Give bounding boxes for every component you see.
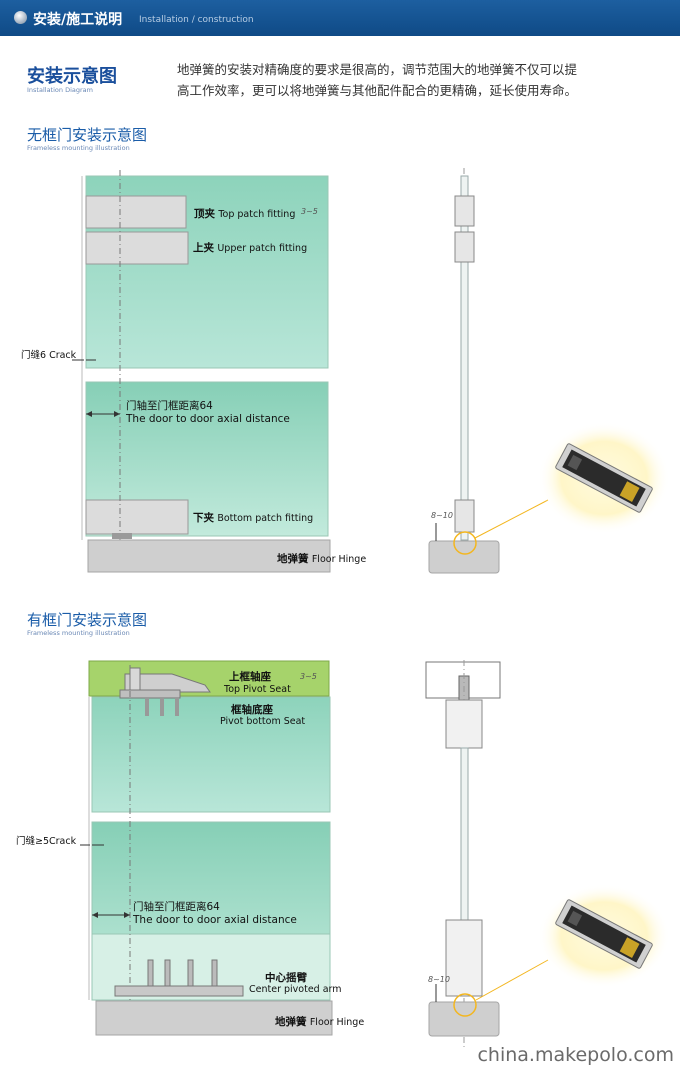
top-pivot-cn: 上框轴座 xyxy=(229,671,271,683)
framed-front-view xyxy=(80,660,333,1036)
installation-subtitle: Installation Diagram xyxy=(27,86,93,94)
upper-patch-block xyxy=(85,231,189,265)
framed-side-view xyxy=(425,660,670,1048)
frameless-floor xyxy=(87,539,331,573)
axial-arrow-head-right xyxy=(114,411,120,417)
intro-text: 地弹簧的安装对精确度的要求是很高的，调节范围大的地弹簧不仅可以提 高工作效率，更… xyxy=(177,59,597,101)
frameless-front-view xyxy=(72,170,331,573)
header-bar xyxy=(0,0,680,36)
frameless-floor-hinge-en: Floor Hinge xyxy=(311,554,367,565)
frameless-side-view xyxy=(428,168,670,574)
center-arm-cn: 中心摇臂 xyxy=(265,972,307,984)
frameless-callout-line xyxy=(474,499,549,539)
framed-subtitle: Frameless mounting illustration xyxy=(27,629,130,637)
frameless-axial-cn: 门轴至门框距离64 xyxy=(126,400,213,412)
framed-axial-arrow-right xyxy=(124,912,130,918)
center-arm-assembly xyxy=(114,959,244,997)
top-gap-label: 3~5 xyxy=(301,207,318,216)
frameless-floor-hinge-label: 地弹簧 Floor Hinge xyxy=(277,551,366,566)
header-subtitle: Installation / construction xyxy=(139,15,254,25)
axial-arrow-head-left xyxy=(86,411,92,417)
top-patch-cn: 顶夹 xyxy=(194,208,215,220)
center-arm-en: Center pivoted arm xyxy=(249,984,342,995)
framed-floor-hinge-product xyxy=(555,899,653,969)
framed-side-gap-label: 8~10 xyxy=(428,975,450,984)
framed-axial-cn: 门轴至门框距离64 xyxy=(133,901,220,913)
intro-line-2: 高工作效率，更可以将地弹簧与其他配件配合的更精确，延长使用寿命。 xyxy=(177,83,578,98)
bottom-patch-label: 下夹 Bottom patch fitting xyxy=(193,510,313,525)
bullet-icon xyxy=(14,11,27,24)
bottom-patch-en: Bottom patch fitting xyxy=(217,513,314,524)
side-bottom-patch xyxy=(454,499,475,533)
framed-hinge-highlight xyxy=(453,993,477,1017)
header-title: 安装/施工说明 xyxy=(33,12,123,28)
framed-floor-hinge-label: 地弹簧 Floor Hinge xyxy=(275,1014,364,1029)
framed-callout-line xyxy=(475,959,549,1001)
frameless-subtitle: Frameless mounting illustration xyxy=(27,144,130,152)
side-upper-patch xyxy=(454,231,475,263)
framed-top-gap-label: 3~5 xyxy=(300,672,317,681)
framed-upper-glass xyxy=(91,696,331,813)
top-patch-en: Top patch fitting xyxy=(218,209,296,220)
framed-title: 有框门安装示意图 xyxy=(27,611,148,629)
top-pivot-en: Top Pivot Seat xyxy=(224,684,291,695)
frameless-side-glass xyxy=(460,175,469,541)
frameless-title: 无框门安装示意图 xyxy=(27,126,148,144)
framed-axial-en: The door to door axial distance xyxy=(133,914,297,926)
frameless-side-gap-label: 8~10 xyxy=(431,511,453,520)
bottom-patch-block xyxy=(85,499,189,535)
upper-patch-cn: 上夹 xyxy=(193,242,214,254)
framed-floor-hinge-cn: 地弹簧 xyxy=(275,1016,307,1028)
framed-floor xyxy=(95,1000,333,1036)
top-patch-block xyxy=(85,195,187,229)
frameless-pivot-base xyxy=(112,533,132,539)
side-top-patch xyxy=(454,195,475,227)
framed-floor-hinge-en: Floor Hinge xyxy=(309,1017,365,1028)
pivot-bottom-en: Pivot bottom Seat xyxy=(220,716,306,727)
installation-title: 安装示意图 xyxy=(27,66,117,87)
pivot-bottom-cn: 框轴底座 xyxy=(231,704,273,716)
frameless-floor-hinge-cn: 地弹簧 xyxy=(277,553,309,565)
framed-crack-label: 门缝≥5Crack xyxy=(16,836,77,847)
framed-side-glass xyxy=(460,747,469,921)
upper-patch-en: Upper patch fitting xyxy=(217,243,308,254)
frameless-hinge-highlight xyxy=(453,531,477,555)
upper-patch-label: 上夹 Upper patch fitting xyxy=(193,240,307,255)
frameless-side-floor xyxy=(428,540,500,574)
watermark: china.makepolo.com xyxy=(477,1044,674,1066)
top-pivot-bracket xyxy=(119,667,211,716)
frameless-crack-label: 门缝6 Crack xyxy=(21,350,77,361)
intro-line-1: 地弹簧的安装对精确度的要求是很高的，调节范围大的地弹簧不仅可以提 xyxy=(177,62,578,77)
top-patch-label: 顶夹 Top patch fitting xyxy=(194,206,295,221)
frameless-axial-en: The door to door axial distance xyxy=(126,413,290,425)
bottom-patch-cn: 下夹 xyxy=(193,512,214,524)
framed-side-floor xyxy=(428,1001,500,1037)
framed-axial-arrow-left xyxy=(92,912,98,918)
side-top-rail xyxy=(445,699,483,749)
frameless-floor-hinge-product xyxy=(555,443,653,513)
side-bottom-rail xyxy=(445,919,483,997)
